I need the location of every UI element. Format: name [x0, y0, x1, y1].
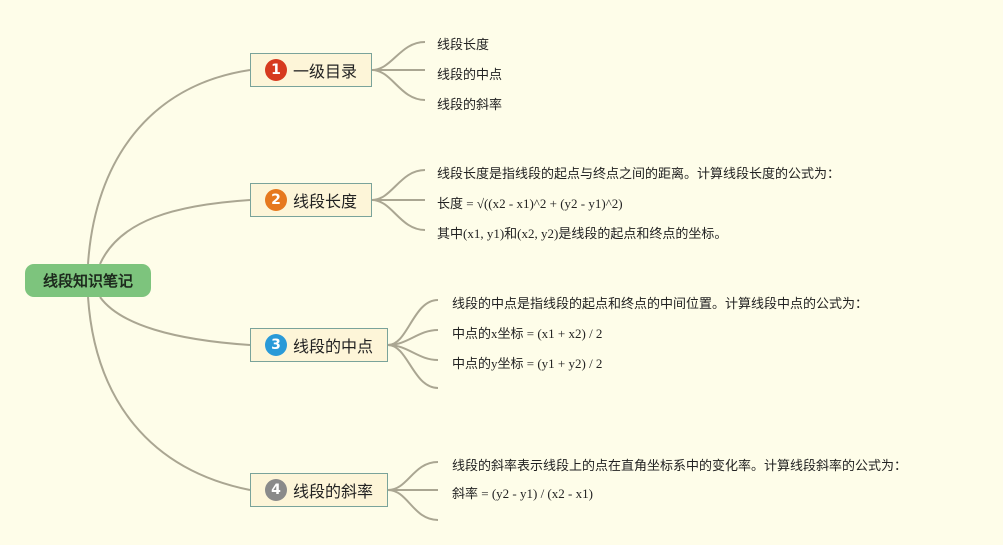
- topic-4-label: 线段的斜率: [293, 482, 374, 501]
- number-badge-1-icon: 1: [265, 59, 287, 81]
- topic-2[interactable]: 2 线段长度: [250, 183, 372, 217]
- topic-3-leaf-3[interactable]: 中点的y坐标 = (y1 + y2) / 2: [452, 356, 603, 371]
- link-topic-1-leaf-1: [371, 41, 426, 71]
- topic-3-leaf-1[interactable]: 线段的中点是指线段的起点和终点的中间位置。计算线段中点的公式为：: [452, 297, 869, 312]
- link-topic-4-leaf-1: [387, 461, 439, 491]
- topic-2-leaf-3[interactable]: 其中(x1, y1)和(x2, y2)是线段的起点和终点的坐标。: [437, 226, 728, 241]
- topic-3-leaf-2[interactable]: 中点的x坐标 = (x1 + x2) / 2: [452, 326, 603, 341]
- topic-3-label: 线段的中点: [293, 337, 374, 356]
- number-badge-4-icon: 4: [265, 479, 287, 501]
- topic-4[interactable]: 4 线段的斜率: [250, 473, 388, 507]
- link-root-topic-3: [99, 296, 251, 346]
- number-badge-2-icon: 2: [265, 189, 287, 211]
- link-root-topic-4: [87, 296, 251, 491]
- topic-1-leaf-3[interactable]: 线段的斜率: [437, 98, 503, 113]
- root-topic-label: 线段知识笔记: [42, 272, 133, 290]
- topic-1-leaf-1[interactable]: 线段长度: [437, 38, 490, 53]
- topic-3[interactable]: 3 线段的中点: [250, 328, 388, 362]
- link-root-topic-1: [87, 69, 251, 265]
- number-badge-3-icon: 3: [265, 334, 287, 356]
- topic-2-leaf-1[interactable]: 线段长度是指线段的起点与终点之间的距离。计算线段长度的公式为：: [437, 167, 841, 182]
- topic-2-leaf-2[interactable]: 长度 = √((x2 - x1)^2 + (y2 - y1)^2): [437, 196, 623, 211]
- link-root-topic-2: [99, 199, 251, 265]
- link-topic-2-leaf-3: [371, 199, 426, 231]
- link-topic-4-leaf-3: [387, 489, 439, 521]
- topic-1[interactable]: 1 一级目录: [250, 53, 372, 87]
- topic-1-label: 一级目录: [293, 62, 358, 81]
- root-topic[interactable]: 线段知识笔记: [25, 264, 151, 297]
- topic-1-leaf-2[interactable]: 线段的中点: [437, 68, 503, 83]
- link-topic-2-leaf-1: [371, 169, 426, 201]
- link-topic-1-leaf-3: [371, 69, 426, 101]
- topic-4-leaf-2[interactable]: 斜率 = (y2 - y1) / (x2 - x1): [452, 486, 593, 501]
- topic-4-leaf-1[interactable]: 线段的斜率表示线段上的点在直角坐标系中的变化率。计算线段斜率的公式为：: [452, 459, 908, 474]
- link-topic-3-leaf-4: [387, 344, 439, 389]
- topic-2-label: 线段长度: [293, 192, 358, 211]
